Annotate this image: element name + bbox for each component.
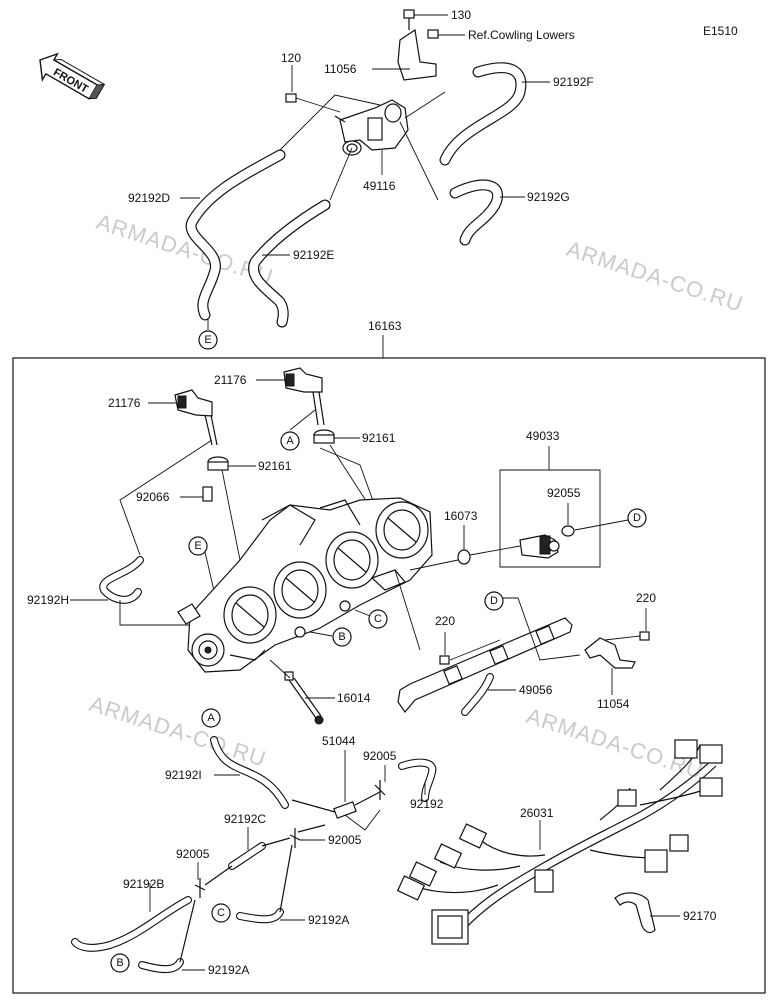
hose-92192I	[210, 736, 289, 809]
watermark-3: ARMADA-CO.RU	[86, 691, 269, 772]
label-92005-middle: 92005	[328, 833, 362, 847]
label-49056: 49056	[519, 683, 553, 697]
label-92005-upper: 92005	[363, 749, 397, 763]
label-92192E: 92192E	[293, 248, 334, 262]
ref-circle-A-sensor	[280, 431, 300, 451]
label-220-left: 220	[435, 614, 455, 628]
seal-16073	[457, 549, 471, 565]
joint-92005-middle	[289, 828, 301, 848]
cap-92066	[202, 486, 213, 502]
o-ring-92055	[561, 525, 575, 537]
ref-A-sensor: A	[286, 435, 294, 447]
watermark-2: ARMADA-CO.RU	[563, 236, 746, 317]
label-92161-left: 92161	[258, 459, 292, 473]
bolt-220-right	[639, 631, 650, 641]
ref-C-lower: C	[217, 907, 225, 919]
label-92055: 92055	[547, 486, 581, 500]
label-49116: 49116	[363, 179, 396, 193]
label-92192B: 92192B	[123, 877, 164, 891]
bolt-120-icon	[285, 93, 341, 113]
label-16163: 16163	[368, 319, 402, 333]
diagram-code: E1510	[703, 24, 738, 38]
ref-circle-E-top	[198, 330, 218, 350]
ref-B-body: B	[338, 631, 345, 643]
hose-92192B	[71, 896, 192, 952]
ref-A-lower: A	[207, 712, 215, 724]
label-92192G: 92192G	[527, 190, 570, 204]
label-92192C: 92192C	[224, 812, 266, 826]
grommet-92161-left	[207, 456, 229, 471]
ref-B-lower: B	[116, 957, 123, 969]
joint-92005-lower	[194, 878, 206, 898]
label-92192I: 92192I	[165, 768, 202, 782]
hose-92192A-upper	[236, 908, 284, 924]
ref-E-box: E	[194, 540, 201, 552]
sensor-21176-left	[174, 389, 218, 446]
label-49033: 49033	[526, 429, 560, 443]
label-16073: 16073	[444, 509, 478, 523]
label-21176-left: 21176	[108, 396, 141, 410]
ref-circle-D-rail	[484, 591, 504, 611]
ref-C-body: C	[374, 613, 382, 625]
label-92170: 92170	[683, 909, 717, 923]
ref-E-top: E	[204, 334, 211, 346]
hose-92192F	[439, 62, 527, 166]
hose-92192H	[99, 556, 144, 604]
clamp-92170	[614, 892, 656, 934]
label-92192A-upper: 92192A	[308, 913, 349, 927]
bolt-ref-icon	[427, 29, 439, 39]
bolt-130-icon	[403, 9, 415, 30]
ref-circle-B-body	[332, 627, 352, 647]
throttle-body-16163	[177, 497, 433, 673]
hose-92192C	[228, 842, 266, 870]
sensor-21176-right	[283, 367, 325, 426]
bolt-220-left	[439, 655, 450, 665]
filter-51044	[291, 791, 381, 819]
label-92161-right: 92161	[362, 431, 396, 445]
ref-circle-C-body	[368, 609, 388, 629]
ref-D-injector: D	[633, 512, 641, 524]
label-92192H: 92192H	[27, 593, 69, 607]
label-21176-right: 21176	[214, 373, 247, 387]
ref-circle-C-lower	[211, 903, 231, 923]
screw-16014	[284, 671, 324, 725]
bracket-11056	[397, 28, 437, 81]
label-51044: 51044	[322, 734, 356, 748]
label-26031: 26031	[520, 806, 554, 820]
hose-92192E	[248, 199, 331, 328]
label-92005-lower: 92005	[176, 847, 210, 861]
hose-92192D	[185, 149, 286, 321]
hose-92192	[398, 758, 437, 802]
label-16014: 16014	[337, 691, 371, 705]
injector-49033	[519, 534, 560, 559]
valve-49116	[334, 99, 409, 156]
label-92192: 92192	[410, 797, 444, 811]
label-11056: 11056	[324, 62, 357, 76]
ref-circle-D-injector	[627, 508, 647, 528]
label-92192F: 92192F	[553, 75, 594, 89]
label-ref-cowling: Ref.Cowling Lowers	[468, 28, 575, 42]
ref-circle-E-box	[188, 536, 208, 556]
label-11054: 11054	[597, 697, 630, 711]
joint-92005-upper	[374, 780, 386, 800]
ref-circle-B-lower	[110, 953, 130, 973]
label-220-right: 220	[636, 591, 656, 605]
fuel-rail-49056	[397, 617, 573, 716]
ref-circle-A-lower	[201, 708, 221, 728]
bracket-11054	[584, 637, 636, 669]
grommet-92161-right	[313, 429, 335, 444]
label-130: 130	[451, 8, 471, 22]
ref-D-rail: D	[490, 595, 498, 607]
front-arrow-icon: FRONT	[39, 52, 106, 100]
label-92192D: 92192D	[128, 191, 170, 205]
wiring-harness-26031	[396, 739, 723, 945]
label-92192A-lower: 92192A	[208, 963, 249, 977]
hose-92192G	[449, 179, 503, 246]
label-120: 120	[281, 51, 301, 65]
assembly-16163-box	[12, 357, 766, 994]
watermark-1: ARMADA-CO.RU	[93, 209, 276, 290]
hose-92192A-lower	[138, 958, 184, 974]
label-92066: 92066	[136, 490, 170, 504]
